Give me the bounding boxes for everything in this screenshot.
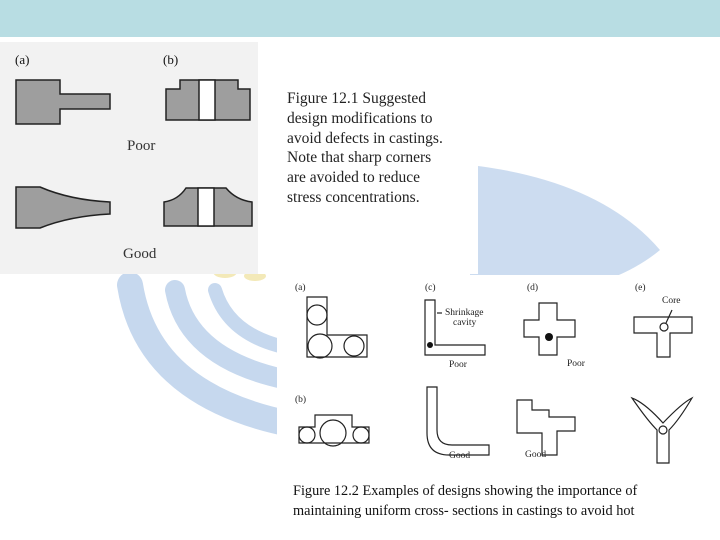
offset-section-d-good — [516, 399, 576, 456]
poor-label-c: Poor — [449, 360, 467, 370]
poor-label-d: Poor — [567, 359, 585, 369]
inscribed-circle — [298, 426, 316, 444]
caption-line: Figure 12.1 Suggested — [287, 90, 427, 107]
core-label: Core — [662, 296, 681, 306]
figure-12-1-label-b: (b) — [163, 52, 179, 67]
inscribed-circle — [307, 333, 333, 359]
inscribed-circle — [319, 419, 347, 447]
caption-line: maintaining uniform cross- sections in c… — [293, 503, 635, 519]
figure-12-2-label-a: (a) — [295, 283, 306, 293]
l-section-c-poor — [424, 299, 486, 356]
inscribed-circle — [343, 335, 365, 357]
shrinkage-cavity-dot — [545, 333, 553, 341]
figure-12-2-label-d: (d) — [527, 283, 539, 293]
caption-line: Note that sharp corners — [287, 149, 432, 167]
l-section-c-good — [426, 386, 490, 456]
t-section-e — [633, 316, 693, 358]
good-label-c: Good — [449, 451, 471, 461]
core-circle — [659, 322, 669, 332]
leader-line — [665, 309, 673, 324]
caption-line: stress concentrations. — [287, 188, 420, 206]
cross-section-d-poor — [523, 302, 576, 356]
figure-12-1-caption: Figure 12.1 Suggested design modificatio… — [287, 89, 477, 208]
shrinkage-cavity-dot — [427, 342, 433, 348]
good-hole-b — [197, 187, 215, 227]
core-circle — [658, 425, 668, 435]
y-section-e — [630, 396, 694, 464]
figure-12-2: (a) (b) (c) (d) (e) Shrinkage cavity Cor… — [277, 275, 702, 520]
good-label-d: Good — [525, 450, 547, 460]
figure-12-1-label-a: (a) — [15, 52, 30, 67]
figure-12-1-drawings — [15, 79, 253, 229]
l-section-a — [306, 296, 368, 358]
shrinkage-cavity-label-line2: cavity — [453, 318, 477, 328]
figure-12-2-label-e: (e) — [635, 283, 646, 293]
caption-line: Figure 12.2 Examples of designs showing … — [293, 483, 638, 499]
t-section-b — [298, 414, 370, 444]
caption-line: are avoided to reduce — [287, 169, 420, 187]
figure-12-2-label-c: (c) — [425, 283, 436, 293]
inscribed-circle — [306, 304, 328, 326]
poor-stepped-bar-a — [15, 79, 111, 125]
figure-12-2-caption: Figure 12.2 Examples of designs showing … — [293, 481, 703, 521]
caption-line: design modifications to — [287, 109, 433, 127]
slide-header-bar — [0, 0, 720, 37]
figure-12-1: (a) (b) Poor Good Figure 12.1 Suggested … — [0, 42, 478, 274]
inscribed-circle — [352, 426, 370, 444]
caption-line: avoid defects in castings. — [287, 129, 443, 147]
figure-12-1-poor-label: Poor — [127, 138, 156, 154]
good-tapered-bar-a — [15, 186, 111, 229]
figure-12-2-drawings — [298, 296, 694, 464]
poor-hole-b — [198, 79, 216, 121]
shrinkage-cavity-label-line1: Shrinkage — [445, 308, 484, 318]
figure-12-2-label-b: (b) — [295, 395, 307, 405]
figure-12-1-good-label: Good — [123, 246, 157, 262]
